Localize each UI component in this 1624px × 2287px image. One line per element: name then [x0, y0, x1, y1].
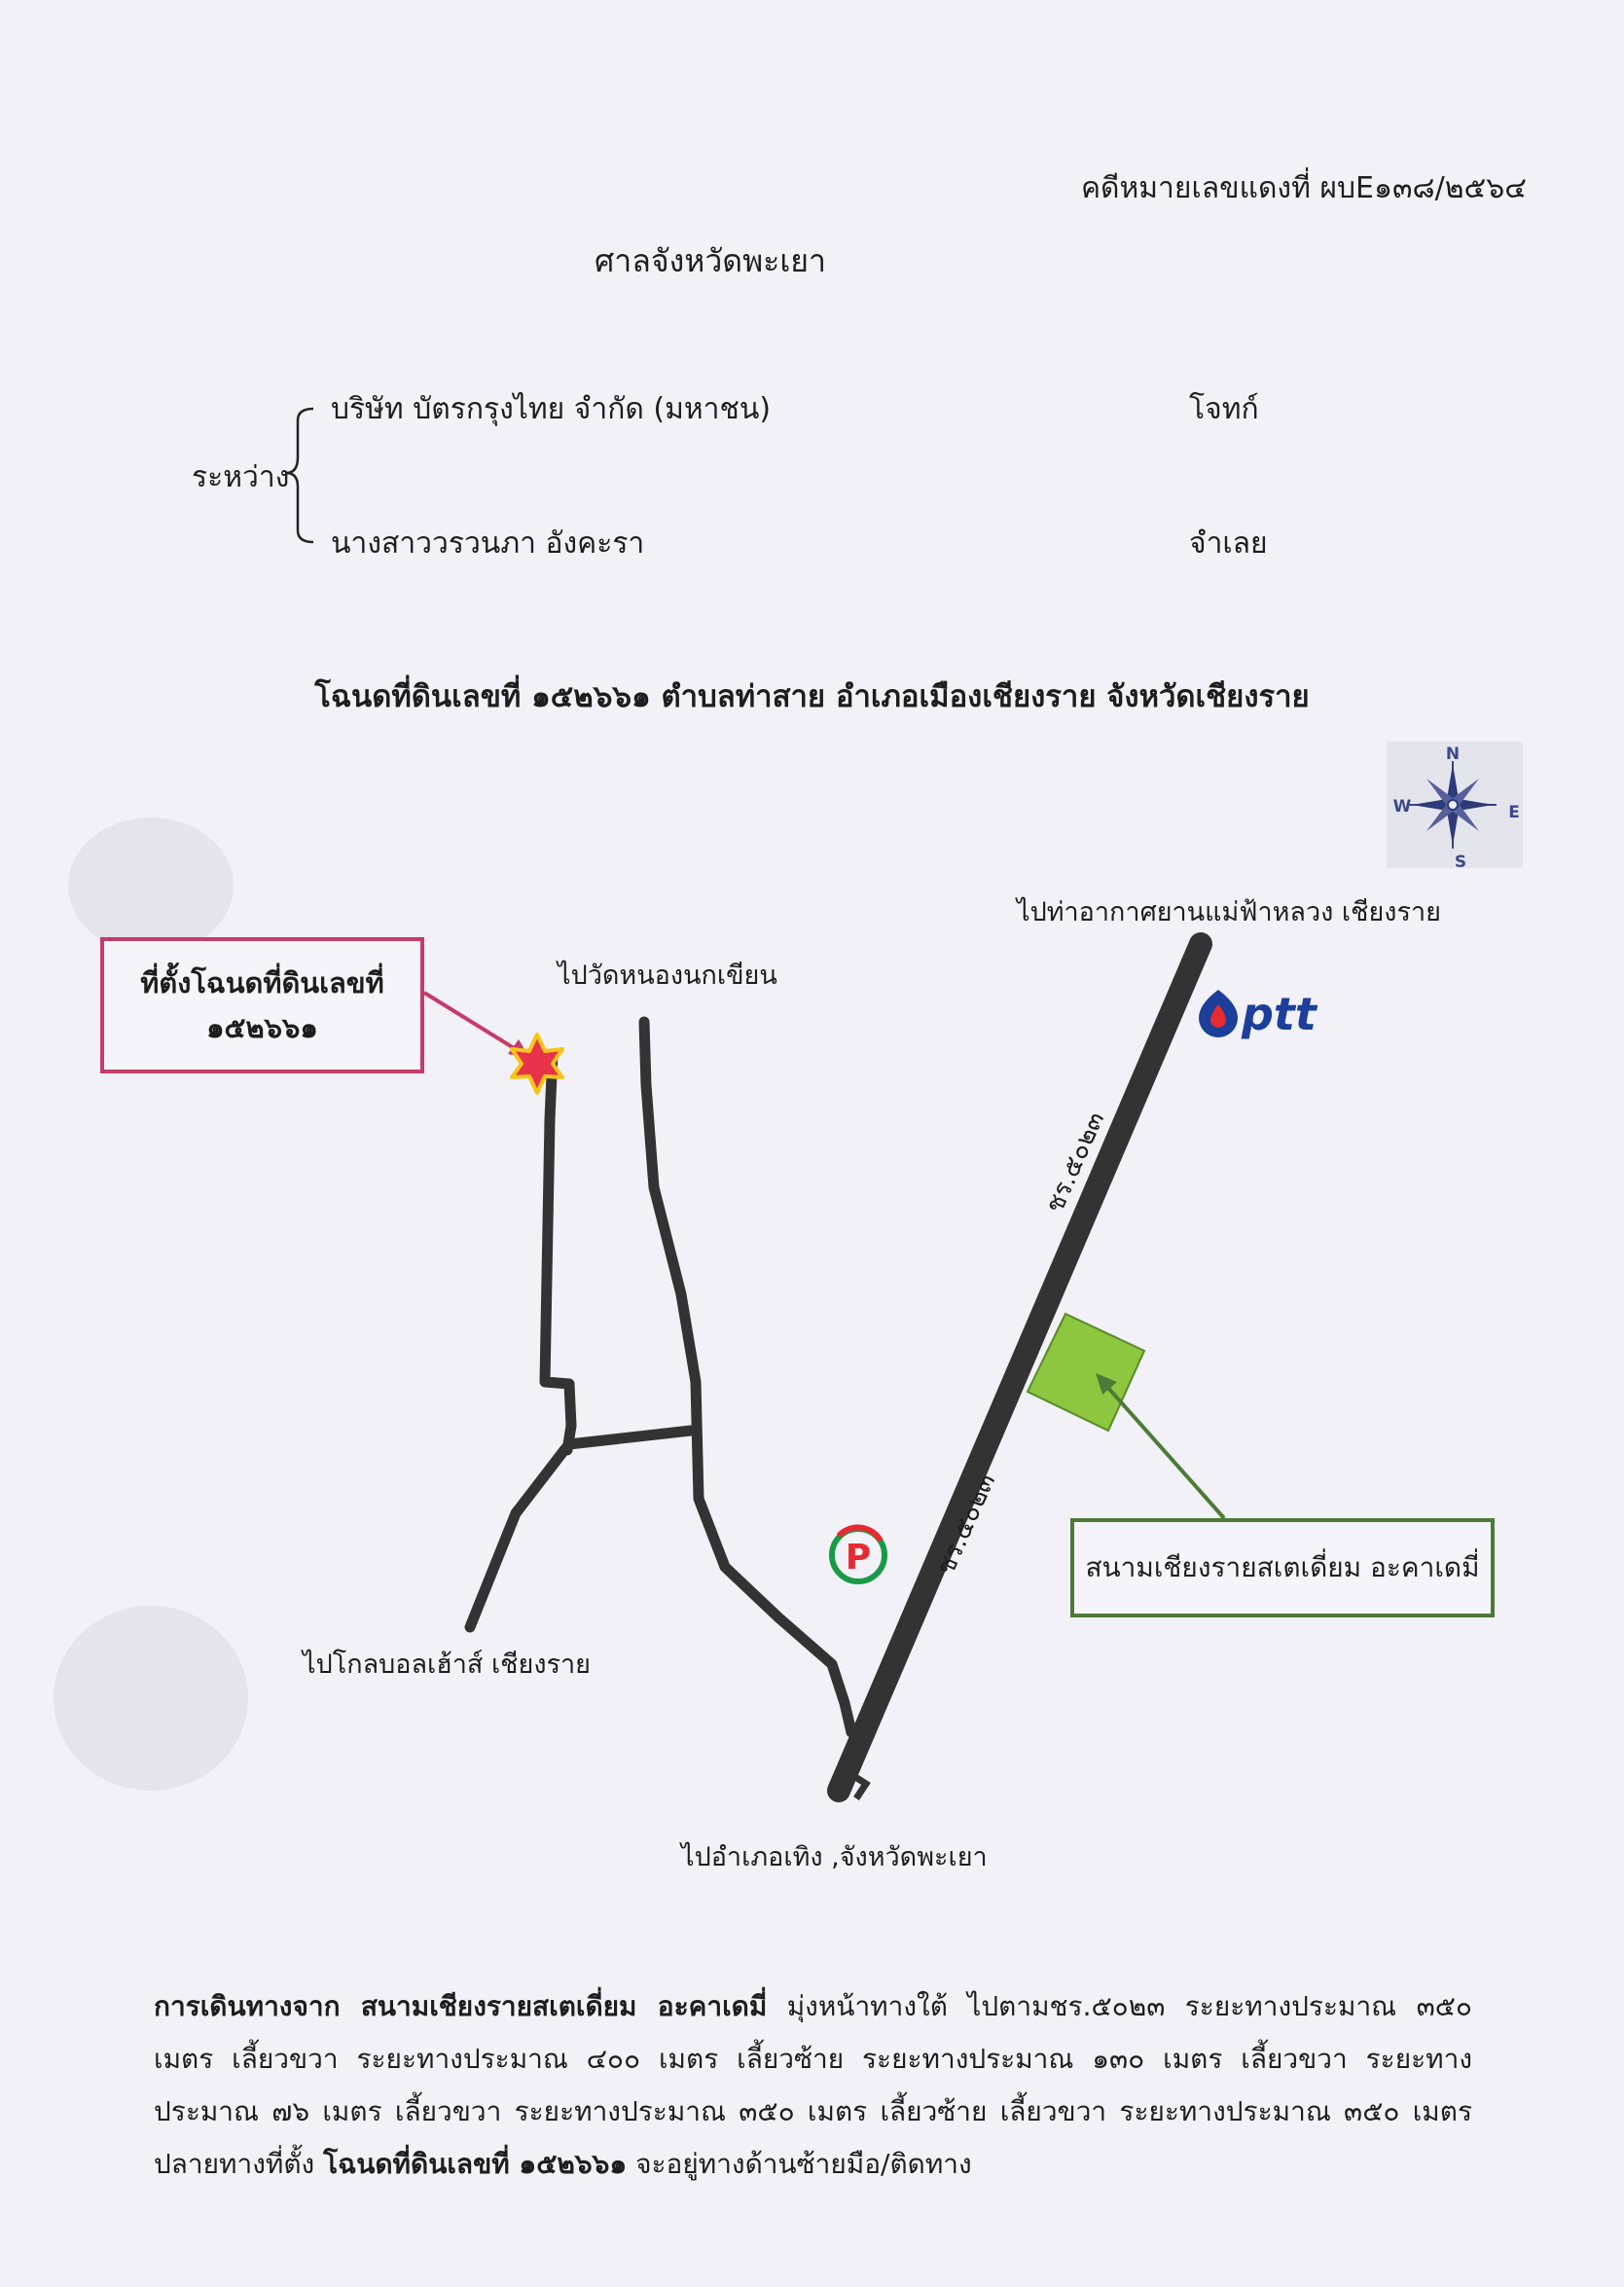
plaintiff-name: บริษัท บัตรกรุงไทย จำกัด (มหาชน): [331, 392, 772, 426]
road-to-temple: [638, 1016, 857, 1738]
deed-pointer-arrow: [422, 991, 521, 1053]
pt-gas-station-icon: P: [829, 1524, 887, 1584]
compass-rose-icon: [1387, 742, 1523, 868]
deed-location-star-icon: [510, 1033, 564, 1095]
stadium-marker: [1026, 1312, 1146, 1433]
defendant-role: จำเลย: [1189, 526, 1268, 561]
between-label: ระหว่าง: [192, 460, 290, 494]
road-to-deed: [539, 1052, 577, 1456]
label-thoeng: ไปอำเภอเทิง ,จังหวัดพะเยา: [681, 1842, 988, 1872]
svg-text:P: P: [846, 1538, 871, 1578]
stadium-pointer-arrow: [1105, 1385, 1226, 1520]
compass-w: W: [1393, 797, 1412, 817]
case-number: คดีหมายเลขแดงที่ ผบE๑๓๘/๒๕๖๔: [1080, 171, 1527, 205]
ptt-logo-icon: [1199, 990, 1238, 1037]
deed-callout-line1: ที่ตั้งโฉนดที่ดินเลขที่: [140, 965, 384, 999]
deed-callout-line2: ๑๕๒๖๖๑: [206, 1011, 318, 1044]
paper-smudge: [68, 817, 234, 954]
compass-e: E: [1508, 803, 1520, 822]
directions-start: การเดินทางจาก สนามเชียงรายสเตเดี่ยม อะคา…: [154, 1990, 768, 2022]
directions-paragraph: การเดินทางจาก สนามเชียงรายสเตเดี่ยม อะคา…: [154, 1980, 1472, 2191]
highway-road: [827, 932, 1212, 1802]
compass-s: S: [1455, 853, 1466, 872]
directions-route: มุ่งหน้าทางใต้ ไปตามชร.๕๐๒๓ ระยะทางประมา…: [154, 1990, 1472, 2180]
label-temple: ไปวัดหนองนกเขียน: [558, 961, 777, 991]
road-to-golf: [464, 1425, 697, 1633]
label-airport: ไปท่าอากาศยานแม่ฟ้าหลวง เชียงราย: [1017, 897, 1441, 927]
court-name: ศาลจังหวัดพะเยา: [594, 242, 827, 279]
ptt-logo-text: ptt: [1241, 988, 1318, 1040]
defendant-name: นางสาววรวนภา อังคะรา: [331, 526, 645, 561]
paper-smudge: [54, 1606, 248, 1791]
deed-title: โฉนดที่ดินเลขที่ ๑๕๒๖๖๑ ตำบลท่าสาย อำเภอ…: [314, 679, 1310, 714]
label-golf: ไปโกลบอลเฮ้าส์ เชียงราย: [303, 1650, 591, 1680]
stadium-callout: สนามเชียงรายสเตเดี่ยม อะคาเดมี่: [1070, 1518, 1495, 1617]
directions-deed: โฉนดที่ดินเลขที่ ๑๕๒๖๖๑: [323, 2148, 628, 2180]
deed-location-callout: ที่ตั้งโฉนดที่ดินเลขที่ ๑๕๒๖๖๑: [100, 937, 424, 1073]
road-end-hook: [845, 1768, 871, 1800]
directions-end: จะอยู่ทางด้านซ้ายมือ/ติดทาง: [627, 2148, 972, 2180]
plaintiff-role: โจทก์: [1189, 392, 1259, 426]
compass-n: N: [1446, 744, 1460, 764]
